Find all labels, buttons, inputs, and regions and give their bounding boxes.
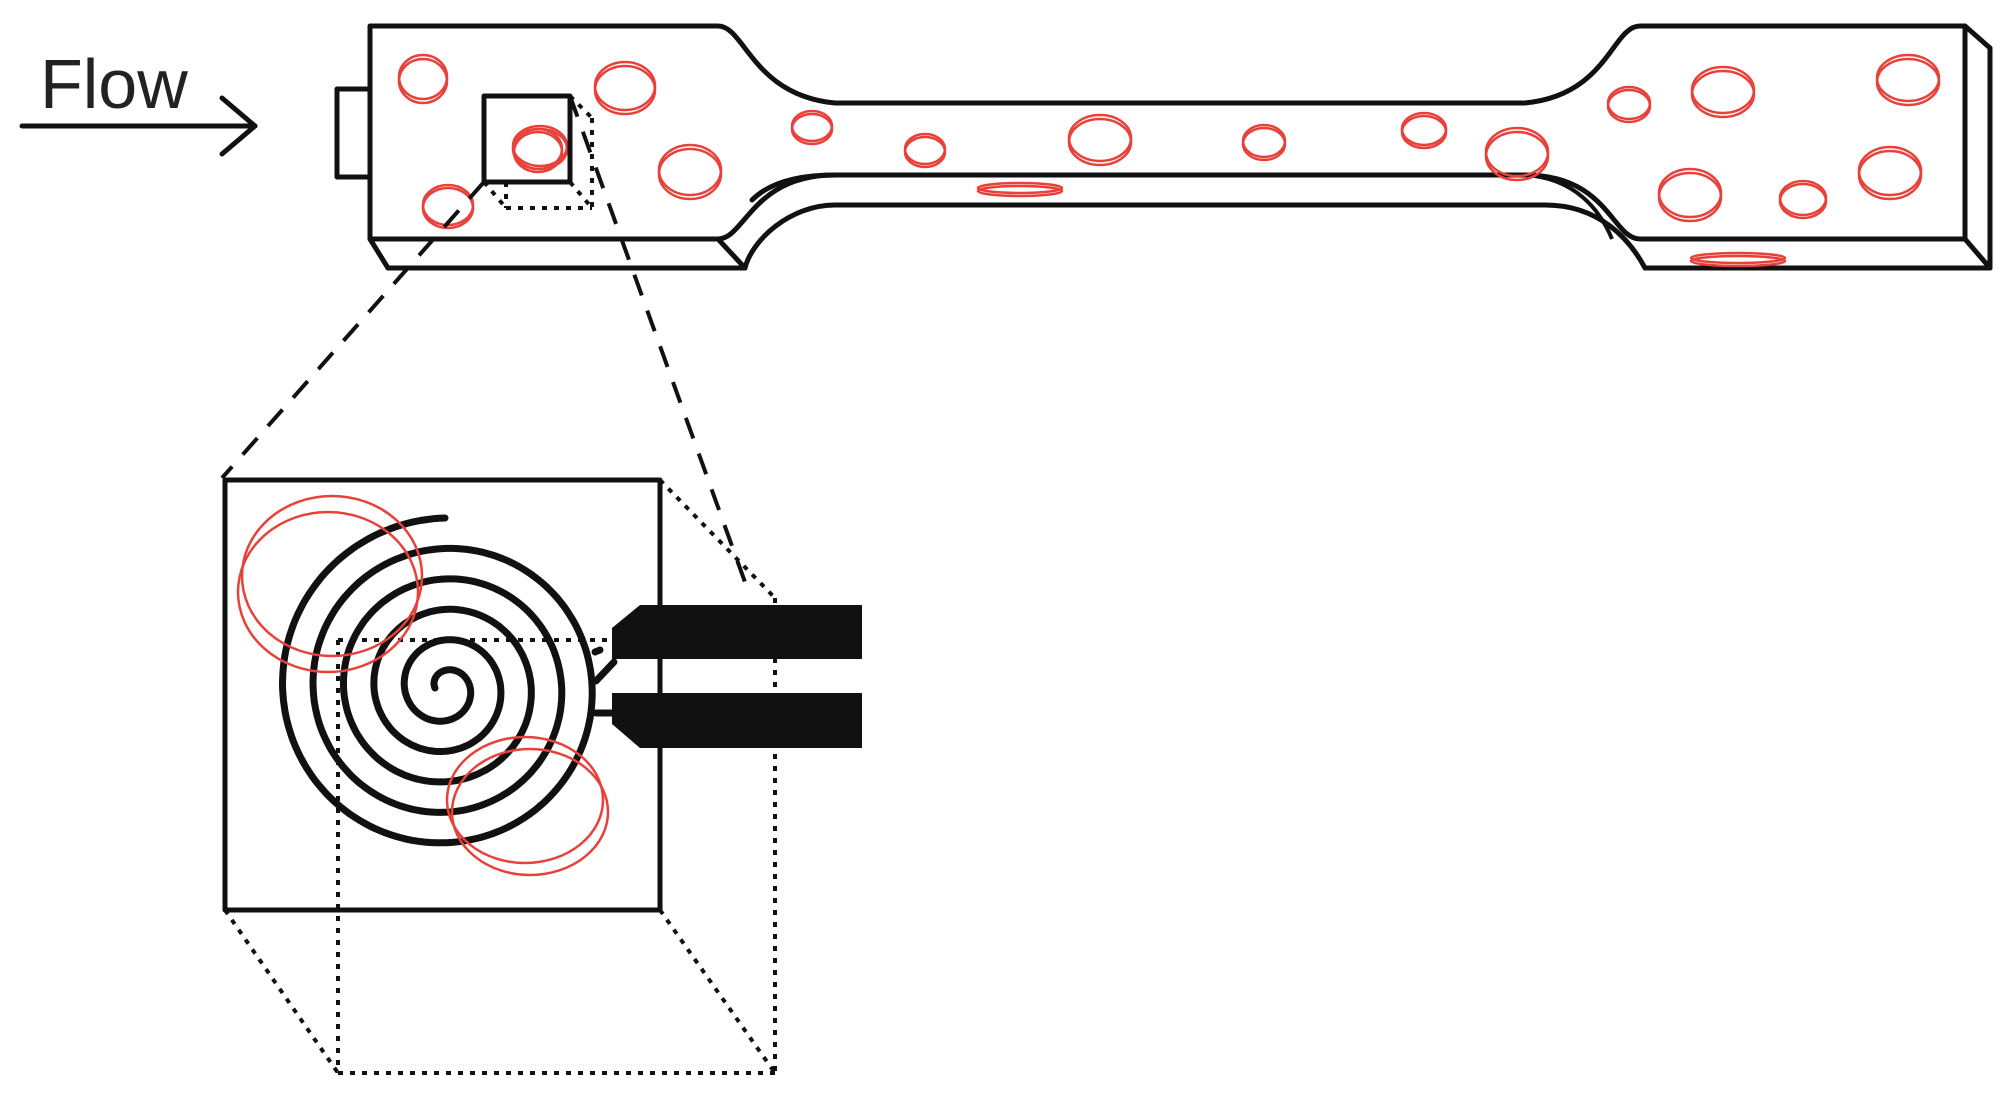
neck-depth-edge (749, 172, 838, 208)
contact-pad-bottom (612, 693, 862, 748)
bubbles (397, 53, 1941, 268)
right-arrow-icon (19, 95, 258, 157)
zoom-projection-lines (220, 95, 752, 597)
spiral-coil-sensor-icon (279, 514, 862, 847)
spiral-coil-trace (279, 514, 596, 847)
zoomed-bubbles (236, 494, 610, 877)
zoomed-sensor-cube (222, 477, 777, 1075)
sensor-location-box (481, 93, 594, 210)
channel-right-side-face (1962, 23, 1993, 271)
channel-front-face (367, 202, 1993, 271)
contact-pad-top (612, 605, 862, 659)
neck-curve-right-depth (1524, 173, 1614, 240)
flow-label: Flow (40, 45, 188, 123)
inlet-connector (334, 86, 373, 180)
